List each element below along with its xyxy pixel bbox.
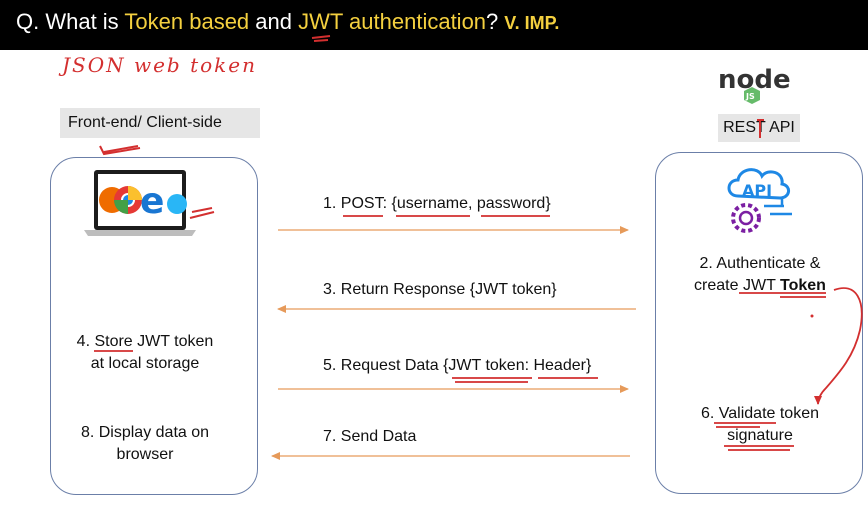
step2-line2: create JWT Token — [680, 275, 840, 297]
step4-line2: at local storage — [90, 355, 200, 372]
step7-label: 7. Send Data — [323, 428, 417, 445]
title-prefix: Q. What is — [16, 9, 125, 34]
step2-line2-bold: Token — [780, 277, 826, 294]
ink-marks-client-header — [99, 145, 141, 156]
step1-label: 1. POST: {username, password} — [323, 195, 551, 212]
step6-line2: signature — [727, 427, 793, 444]
page-title: Q. What is Token based and JWT authentic… — [16, 9, 559, 35]
handwritten-annotation: JSON web token — [58, 53, 257, 77]
step8-line2: browser — [116, 446, 174, 463]
title-suffix: ? — [486, 9, 499, 34]
step2-label: 2. Authenticate & create JWT Token — [680, 253, 840, 297]
step6-line1: 6. Validate token — [700, 405, 819, 422]
svg-text:node: node — [718, 65, 791, 95]
step2-line1: 2. Authenticate & — [699, 255, 821, 272]
title-mid: and — [249, 9, 299, 34]
title-highlight-jwt: JWT — [298, 9, 343, 34]
step4-label: 4. Store JWT token at local storage — [50, 331, 240, 375]
server-header-label: REST API — [723, 119, 795, 136]
server-header: REST API — [718, 114, 800, 142]
importance-tag: V. IMP. — [504, 13, 560, 33]
svg-text:JS: JS — [745, 92, 755, 101]
step8-line1: 8. Display data on — [80, 424, 210, 441]
title-highlight-authentication: authentication — [349, 9, 487, 34]
step3-label: 3. Return Response {JWT token} — [323, 281, 557, 298]
step8-label: 8. Display data on browser — [50, 422, 240, 466]
step4-line1: 4. Store JWT token — [76, 333, 214, 350]
step6-label: 6. Validate token signature — [680, 403, 840, 447]
client-header-label: Front-end/ Client-side — [68, 114, 222, 131]
step2-line2-prefix: create JWT — [694, 277, 780, 294]
title-highlight-token-based: Token based — [124, 9, 250, 34]
nodejs-logo: node JS — [718, 65, 791, 104]
step5-label: 5. Request Data {JWT token: Header} — [323, 357, 592, 374]
client-header: Front-end/ Client-side — [60, 108, 260, 138]
title-bar: Q. What is Token based and JWT authentic… — [0, 0, 868, 50]
